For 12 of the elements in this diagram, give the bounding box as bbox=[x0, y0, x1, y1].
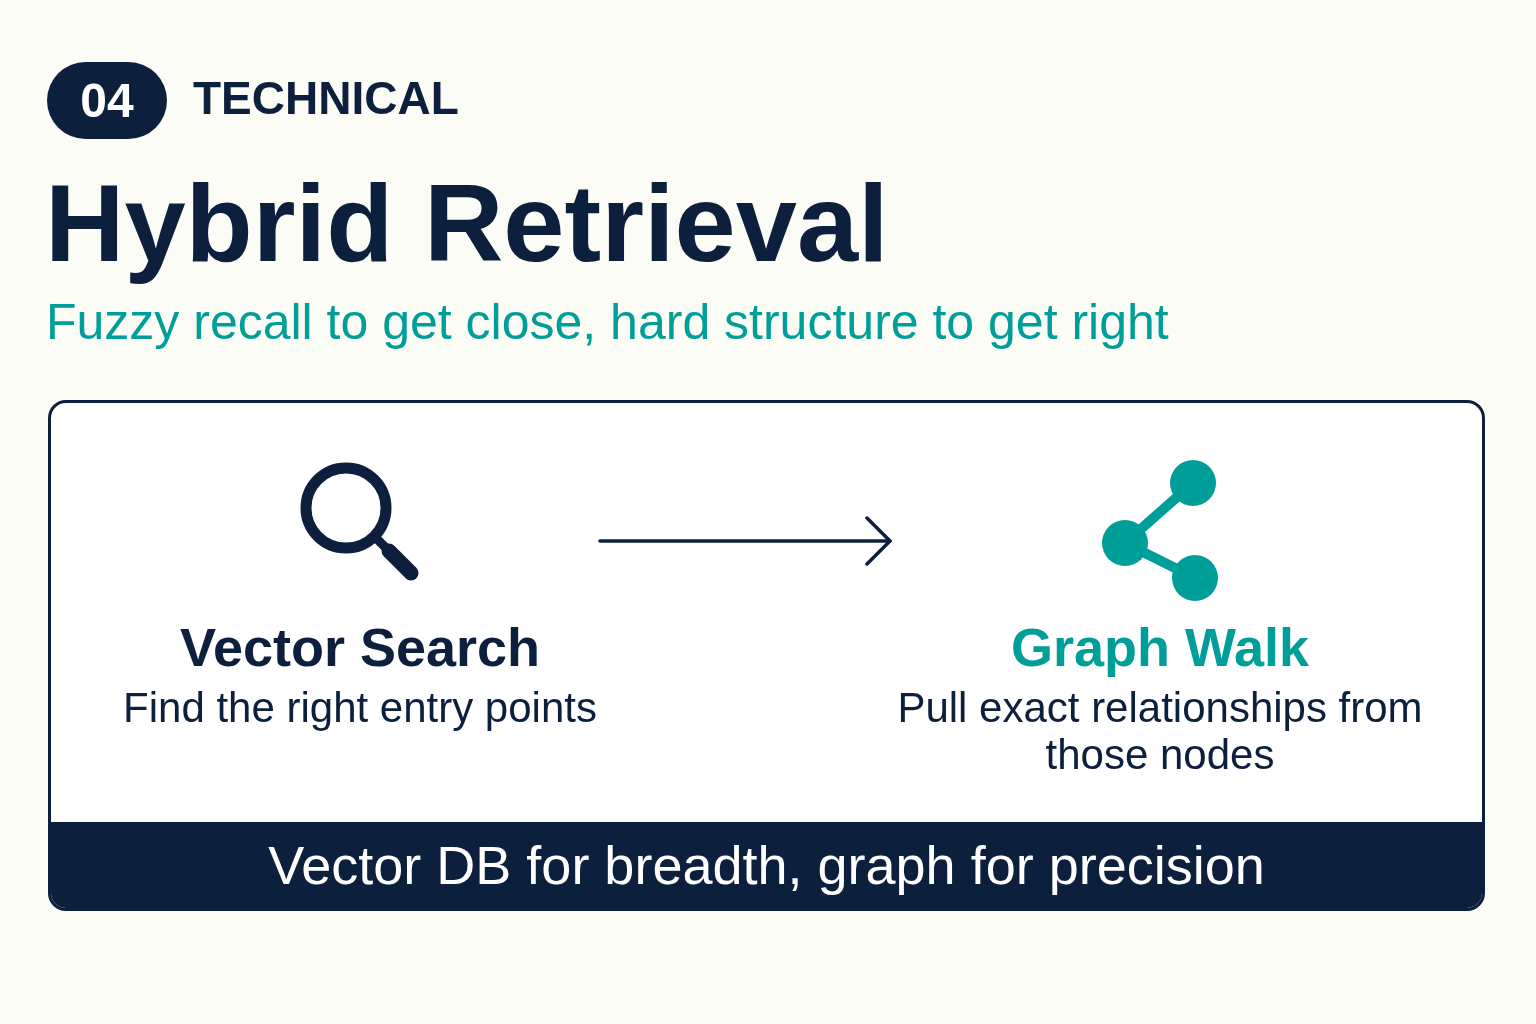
content-panel bbox=[48, 400, 1485, 911]
section-number: 04 bbox=[80, 72, 134, 129]
step-title: Graph Walk bbox=[1010, 616, 1310, 679]
arrow bbox=[598, 516, 892, 566]
step-title: Vector Search bbox=[179, 616, 541, 679]
subtitle: Fuzzy recall to get close, hard structure to get right bbox=[46, 293, 1169, 352]
summary-text: Vector DB for breadth, graph for precision bbox=[268, 833, 1265, 897]
step-description: Find the right entry points bbox=[123, 683, 597, 731]
category-label: TECHNICAL bbox=[193, 71, 459, 126]
step-description: Pull exact relationships from those nodes bbox=[896, 683, 1424, 778]
summary-banner bbox=[51, 822, 1482, 908]
title: Hybrid Retrieval bbox=[45, 160, 889, 286]
